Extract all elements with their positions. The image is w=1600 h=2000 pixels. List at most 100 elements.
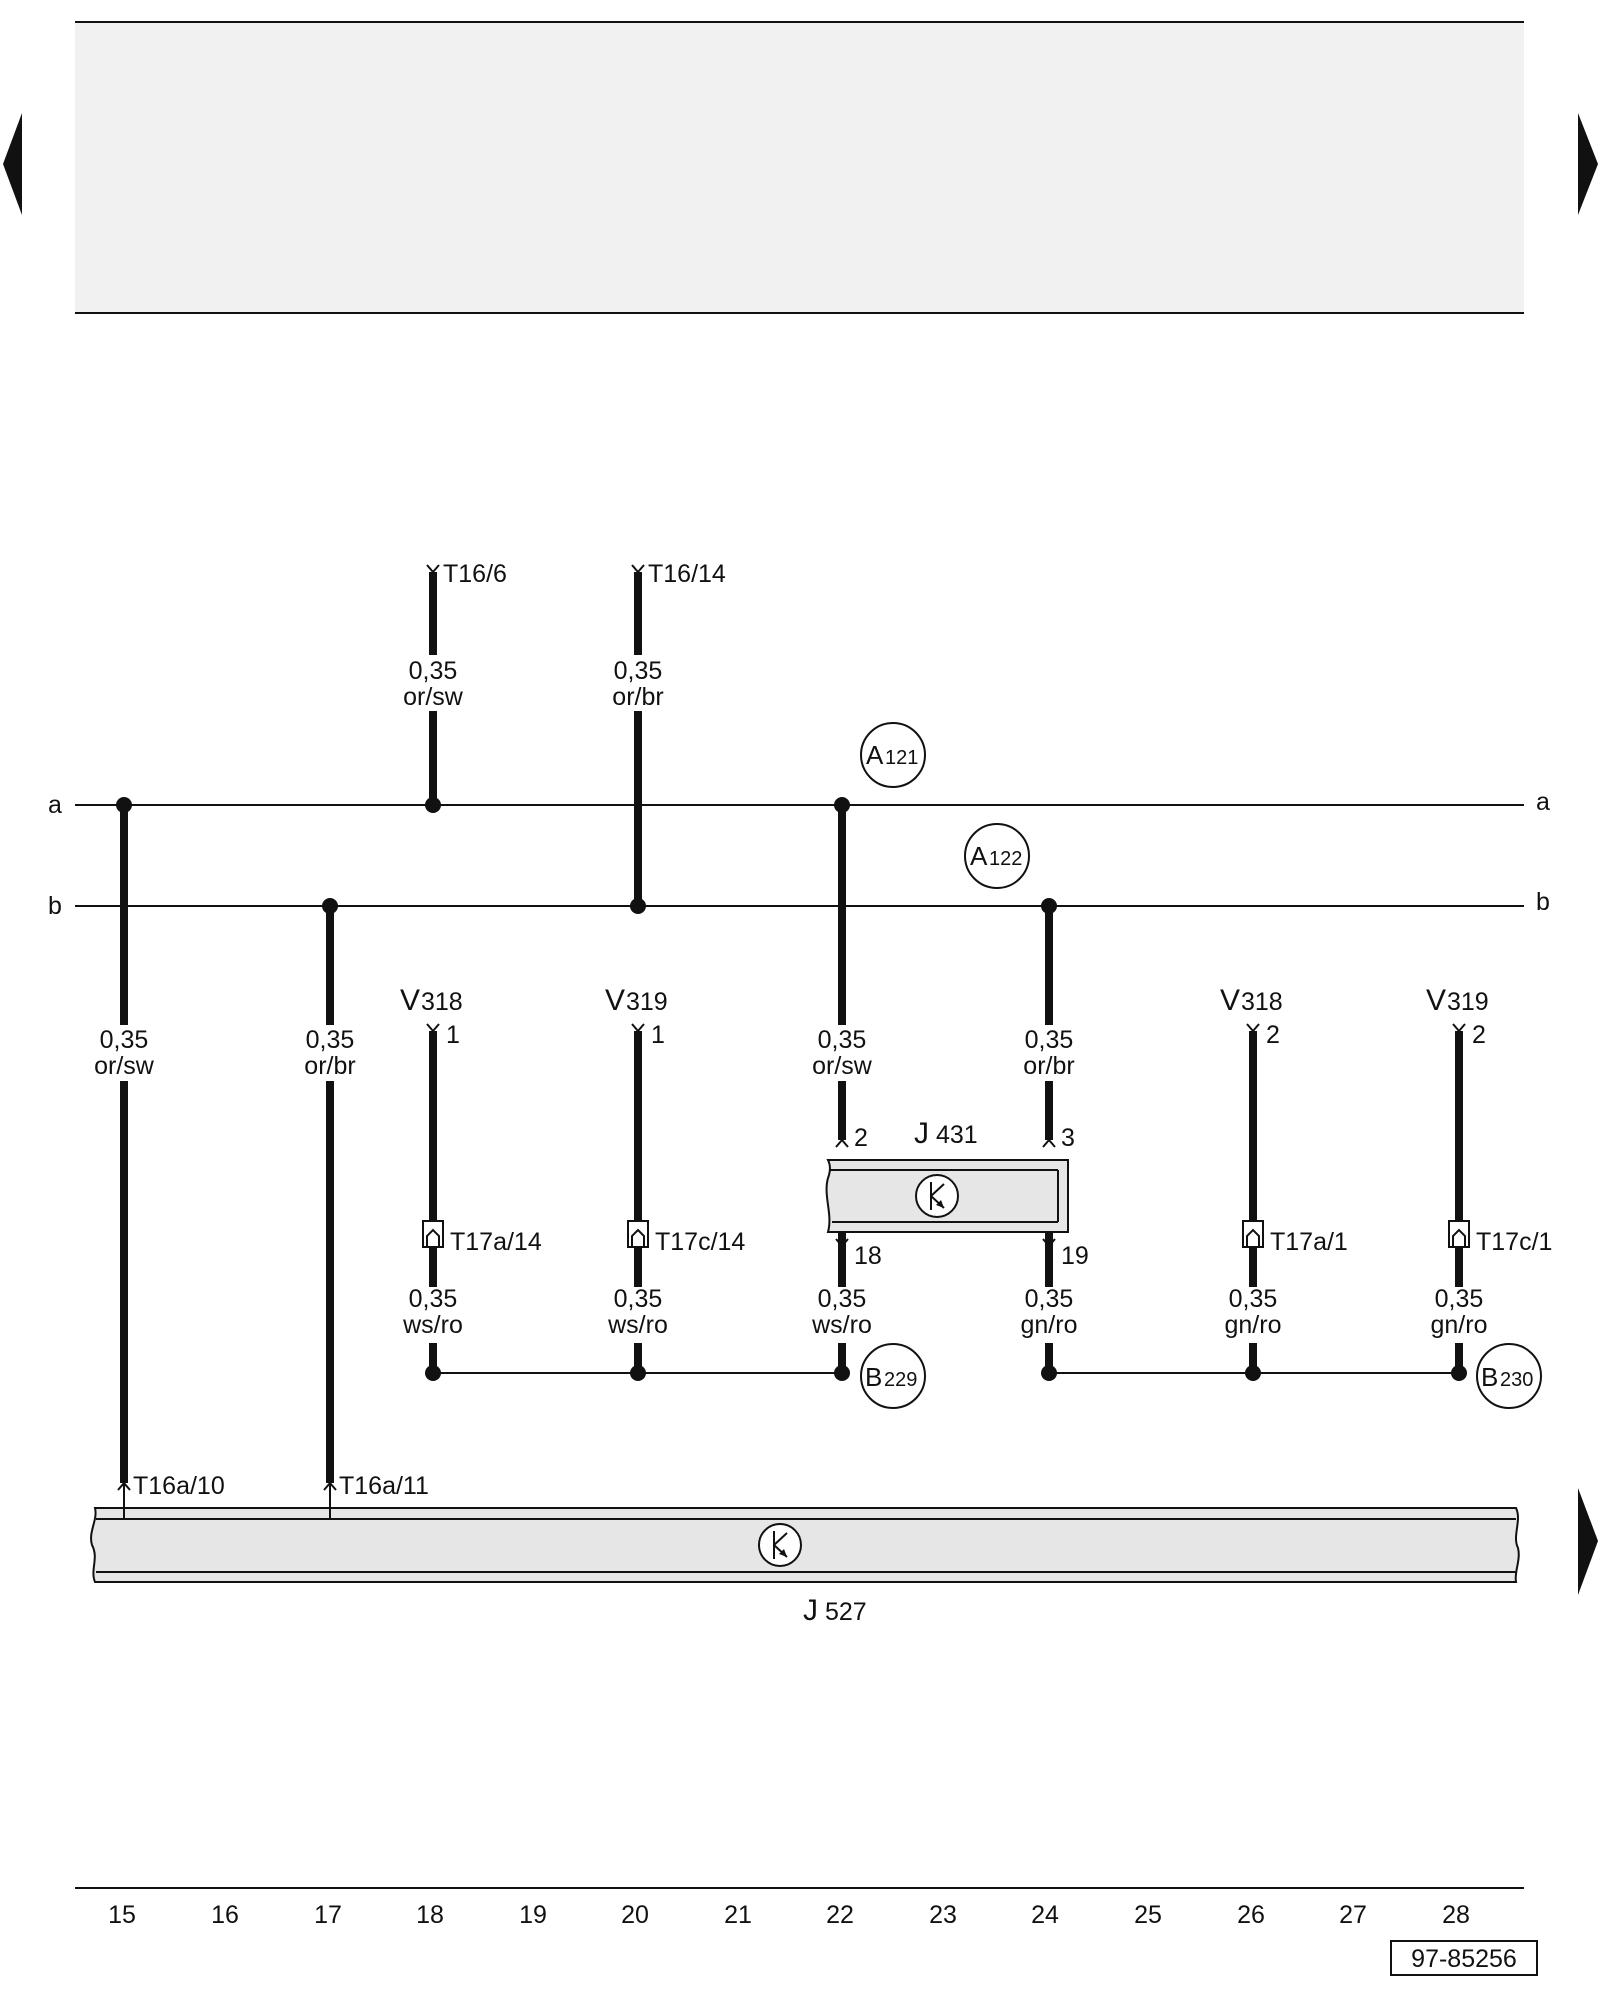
junction-dot <box>116 797 132 813</box>
diagram-id: 97-85256 <box>1411 1945 1517 1973</box>
previous-page-arrow-icon[interactable] <box>3 113 22 215</box>
continue-arrow-icon[interactable] <box>1578 1488 1598 1595</box>
connector-pin-icon <box>631 1023 645 1033</box>
junction-dot <box>322 898 338 914</box>
svg-text:229: 229 <box>884 1369 917 1391</box>
connector-pin-icon <box>1246 1023 1260 1033</box>
wire-size: 0,35 <box>1229 1285 1278 1313</box>
bus-label-b-right: b <box>1536 888 1550 916</box>
wire-color: ws/ro <box>811 1311 872 1339</box>
component-number: 318 <box>421 988 463 1016</box>
svg-text:A: A <box>970 841 988 871</box>
track-number: 18 <box>416 1901 444 1929</box>
pin-number: 18 <box>854 1242 882 1270</box>
junction-dot <box>1041 1365 1057 1381</box>
wire-size: 0,35 <box>614 657 663 685</box>
connector-label-t16a-11: T16a/11 <box>339 1472 429 1500</box>
track-number: 19 <box>519 1901 547 1929</box>
wire-color: or/sw <box>94 1052 155 1080</box>
connector-label-t17a-14: T17a/14 <box>450 1228 542 1256</box>
component-label-v318: V <box>1220 984 1240 1017</box>
bus-label-a-right: a <box>1536 788 1550 816</box>
connector-label-t17a-1: T17a/1 <box>1270 1228 1348 1256</box>
module-label-j431: J <box>914 1117 929 1150</box>
module-label-j527: J <box>803 1594 818 1627</box>
transistor-icon <box>915 1174 959 1218</box>
next-page-arrow-icon[interactable] <box>1578 113 1598 215</box>
junction-dot <box>1041 898 1057 914</box>
junction-dot <box>834 1365 850 1381</box>
component-label-v318: V <box>400 984 420 1017</box>
wire-size: 0,35 <box>1435 1285 1484 1313</box>
connector-label-t17c-14: T17c/14 <box>655 1228 745 1256</box>
connector-pin-icon <box>426 564 440 574</box>
wire-size: 0,35 <box>306 1026 355 1054</box>
track-number: 26 <box>1237 1901 1265 1929</box>
module-number: 527 <box>825 1598 867 1626</box>
pin-number: 3 <box>1061 1124 1075 1152</box>
wire-color: or/br <box>1023 1052 1074 1080</box>
module-j431 <box>825 1159 1069 1233</box>
component-number: 318 <box>1241 988 1283 1016</box>
junction-dot <box>1451 1365 1467 1381</box>
splice-b229: B 229 <box>860 1343 926 1409</box>
wire-color: gn/ro <box>1021 1311 1078 1339</box>
junction-dot <box>630 898 646 914</box>
track-number: 28 <box>1442 1901 1470 1929</box>
track-number: 21 <box>724 1901 752 1929</box>
wire-color: gn/ro <box>1225 1311 1282 1339</box>
module-number: 431 <box>936 1121 978 1149</box>
junction-dot <box>425 1365 441 1381</box>
track-number: 24 <box>1031 1901 1059 1929</box>
connector-label-t17c-1: T17c/1 <box>1476 1228 1552 1256</box>
header-band <box>75 22 1524 313</box>
bus-label-b-left: b <box>48 892 62 920</box>
connector-pin-icon <box>1452 1023 1466 1033</box>
connector-label-t16-14: T16/14 <box>648 560 726 588</box>
junction-dot <box>425 797 441 813</box>
wire-size: 0,35 <box>1025 1026 1074 1054</box>
pin-number: 19 <box>1061 1242 1089 1270</box>
pin-number: 2 <box>1472 1021 1486 1049</box>
pin-number: 1 <box>651 1021 665 1049</box>
connector-pin-icon <box>631 564 645 574</box>
component-label-v319: V <box>1426 984 1446 1017</box>
diagram-id-box <box>1390 1940 1538 1976</box>
svg-text:122: 122 <box>989 848 1022 870</box>
wire-size: 0,35 <box>818 1285 867 1313</box>
transistor-icon <box>758 1523 802 1567</box>
track-number: 17 <box>314 1901 342 1929</box>
junction-dot <box>1245 1365 1261 1381</box>
connector-label-t16a-10: T16a/10 <box>133 1472 225 1500</box>
track-number: 20 <box>621 1901 649 1929</box>
track-number: 27 <box>1339 1901 1367 1929</box>
splice-a121: A 121 <box>860 722 926 788</box>
wire-size: 0,35 <box>100 1026 149 1054</box>
wire-color: or/br <box>612 683 663 711</box>
wire-size: 0,35 <box>614 1285 663 1313</box>
pin-number: 2 <box>1266 1021 1280 1049</box>
wire-color: or/sw <box>403 683 464 711</box>
wire-color: gn/ro <box>1431 1311 1488 1339</box>
connector-pin-icon <box>426 1023 440 1033</box>
track-number: 23 <box>929 1901 957 1929</box>
junction-dot <box>834 797 850 813</box>
wire-color: ws/ro <box>402 1311 463 1339</box>
wire-size: 0,35 <box>409 657 458 685</box>
component-number: 319 <box>1447 988 1489 1016</box>
svg-text:A: A <box>866 740 884 770</box>
track-number: 16 <box>211 1901 239 1929</box>
svg-text:B: B <box>865 1362 882 1392</box>
svg-text:B: B <box>1481 1362 1498 1392</box>
svg-text:121: 121 <box>885 747 918 769</box>
wire-size: 0,35 <box>409 1285 458 1313</box>
track-number: 25 <box>1134 1901 1162 1929</box>
connector-label-t16-6: T16/6 <box>443 560 507 588</box>
module-j527 <box>90 1507 1520 1583</box>
bus-label-a-left: a <box>48 791 62 819</box>
splice-a122: A 122 <box>964 823 1030 889</box>
pin-number: 1 <box>446 1021 460 1049</box>
wire-color: ws/ro <box>607 1311 668 1339</box>
wire-color: or/br <box>304 1052 355 1080</box>
